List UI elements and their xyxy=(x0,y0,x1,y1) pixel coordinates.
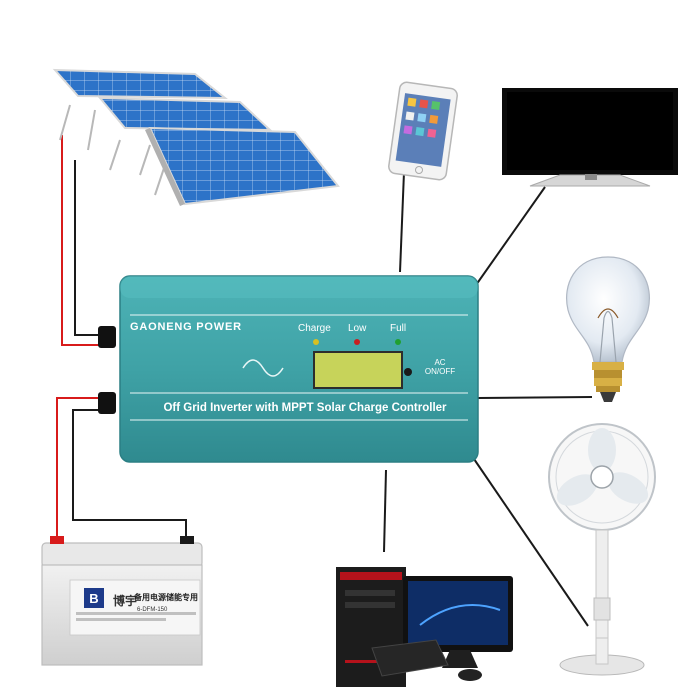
ac-onoff-label: AC ON/OFF xyxy=(420,358,460,376)
fan-wire xyxy=(473,458,589,627)
bulb-wire xyxy=(477,396,593,399)
light-bulb-icon xyxy=(566,256,650,402)
smartphone-icon xyxy=(388,81,458,181)
solar-panel-icon xyxy=(52,68,228,151)
charge-led-label: Charge xyxy=(298,323,331,334)
fan-icon xyxy=(548,423,656,676)
phone-wire xyxy=(399,171,405,273)
desktop-computer-icon xyxy=(336,567,513,687)
pc-wire xyxy=(383,469,387,553)
low-led xyxy=(354,339,360,345)
solar-panel-icon xyxy=(97,96,273,176)
tv-icon xyxy=(502,88,678,187)
battery-model: 6-DFM-150 xyxy=(137,607,168,613)
battery-brand: 博宇 xyxy=(113,594,138,608)
inverter-brand: GAONENG POWER xyxy=(130,321,242,333)
svg-text:B: B xyxy=(89,591,98,606)
product-name: Off Grid Inverter with MPPT Solar Charge… xyxy=(163,402,447,414)
battery-wire-red xyxy=(56,397,100,548)
ac-label: AC xyxy=(434,358,446,367)
onoff-label: ON/OFF xyxy=(424,367,456,376)
full-led-label: Full xyxy=(390,323,407,334)
tv-wire xyxy=(475,186,546,286)
solar-wire-black xyxy=(74,160,100,336)
battery-icon: B xyxy=(41,536,203,666)
inverter-unit xyxy=(98,275,479,463)
solar-panels xyxy=(52,68,340,206)
sine-wave-icon xyxy=(242,359,284,377)
battery-title: 备用电源储能专用 xyxy=(134,593,198,602)
wires xyxy=(56,135,593,627)
solar-panel-icon xyxy=(145,126,340,206)
solar-wire-red xyxy=(61,135,100,346)
low-led-label: Low xyxy=(348,323,367,334)
lcd-screen xyxy=(313,351,403,389)
battery-wire-black xyxy=(72,409,187,548)
charge-led xyxy=(313,339,319,345)
full-led xyxy=(395,339,401,345)
